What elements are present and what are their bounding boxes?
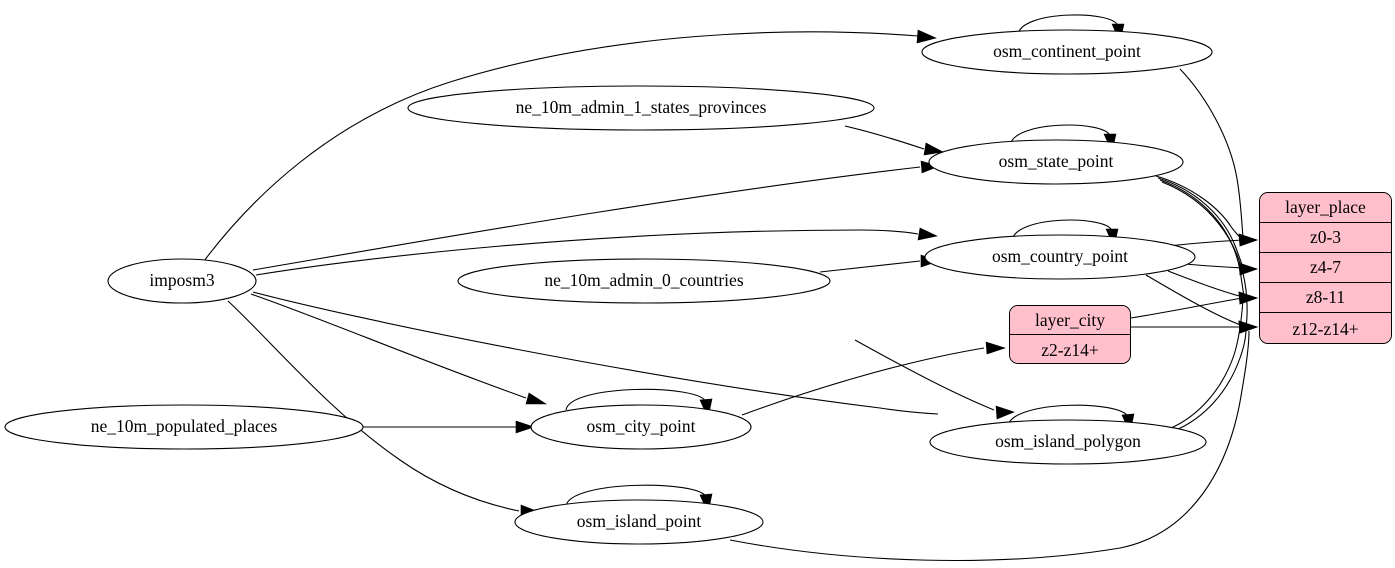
arrowhead-icon bbox=[917, 227, 938, 241]
selfloop-osm-island-polygon bbox=[1007, 404, 1129, 427]
node-osm-continent-point[interactable]: osm_continent_point bbox=[921, 29, 1213, 75]
layer-place-row-z0-3[interactable]: z0-3 bbox=[1260, 223, 1391, 253]
layer-place-row-z8-11[interactable]: z8-11 bbox=[1260, 283, 1391, 313]
edge-osm-continent-point-to-layer-place-z0-3 bbox=[1179, 68, 1244, 239]
node-shape-ellipse[interactable] bbox=[457, 258, 831, 304]
node-ne-10m-admin-1-states-provinces[interactable]: ne_10m_admin_1_states_provinces bbox=[407, 85, 875, 131]
node-ne-10m-admin-0-countries[interactable]: ne_10m_admin_0_countries bbox=[457, 258, 831, 304]
node-layer-place[interactable]: layer_place z0-3 z4-7 z8-11 z12-z14+ bbox=[1259, 192, 1392, 344]
layer-place-title-row[interactable]: layer_place bbox=[1260, 193, 1391, 223]
edge-imposm3-to-osm-island-polygon bbox=[252, 291, 939, 415]
node-label-osm-island-polygon: osm_island_polygon bbox=[995, 431, 1141, 451]
arrowhead-icon bbox=[525, 392, 548, 405]
node-shape-ellipse[interactable] bbox=[514, 499, 764, 545]
selfloop-osm-country-point bbox=[1011, 219, 1113, 242]
node-shape-ellipse[interactable] bbox=[107, 258, 257, 304]
edge-imposm3-to-osm-island-point bbox=[227, 300, 520, 512]
edge-osm-island-polygon-to-layer-place-z8-11 bbox=[1170, 298, 1244, 429]
arrowhead-icon bbox=[995, 405, 1015, 420]
node-ne-10m-populated-places[interactable]: ne_10m_populated_places bbox=[4, 404, 364, 450]
node-layer-city[interactable]: layer_city z2-z14+ bbox=[1009, 305, 1131, 364]
node-label-osm-city-point: osm_city_point bbox=[587, 416, 696, 436]
edge-imposm3-to-osm-city-point bbox=[250, 293, 527, 399]
arrowhead-icon bbox=[985, 341, 1006, 355]
node-group: imposm3 ne_10m_admin_1_states_provinces … bbox=[4, 29, 1213, 545]
edge-osm-country-point-to-layer-place-z8-11 bbox=[1167, 270, 1244, 298]
node-label-ne-10m-admin-1-states-provinces: ne_10m_admin_1_states_provinces bbox=[516, 97, 767, 117]
node-osm-state-point[interactable]: osm_state_point bbox=[928, 139, 1184, 185]
edge-osm-state-point-to-layer-place-z4-7 bbox=[1157, 177, 1244, 268]
node-label-ne-10m-admin-0-countries: ne_10m_admin_0_countries bbox=[544, 270, 743, 290]
arrowhead-icon bbox=[1238, 233, 1258, 247]
layer-place-row-z12-z14[interactable]: z12-z14+ bbox=[1260, 313, 1391, 343]
edge-imposm3-to-osm-state-point bbox=[252, 166, 921, 271]
layer-city-row-z2-z14[interactable]: z2-z14+ bbox=[1010, 335, 1130, 363]
selfloop-osm-city-point bbox=[565, 388, 707, 411]
node-shape-ellipse[interactable] bbox=[924, 234, 1196, 280]
selfloop-osm-island-point bbox=[565, 484, 707, 507]
node-shape-ellipse[interactable] bbox=[928, 139, 1184, 185]
node-label-osm-island-point: osm_island_point bbox=[577, 511, 702, 531]
arrowhead-icon bbox=[1238, 320, 1258, 334]
edge-layer-city-to-layer-place-z8-11 bbox=[1130, 297, 1243, 319]
layer-place-row-z4-7[interactable]: z4-7 bbox=[1260, 253, 1391, 283]
arrowhead-icon bbox=[916, 29, 937, 44]
edge-osm-state-point-to-layer-place-z8-11 bbox=[1159, 179, 1245, 297]
edge-ne-admin1-to-osm-state-point bbox=[844, 125, 925, 150]
node-osm-island-point[interactable]: osm_island_point bbox=[514, 499, 764, 545]
edge-osm-country-point-to-layer-place-z12-z14 bbox=[1145, 274, 1244, 327]
node-shape-ellipse[interactable] bbox=[929, 419, 1207, 465]
selfloop-osm-state-point bbox=[1009, 124, 1111, 147]
node-label-osm-state-point: osm_state_point bbox=[999, 151, 1114, 171]
node-shape-ellipse[interactable] bbox=[407, 85, 875, 131]
node-osm-city-point[interactable]: osm_city_point bbox=[530, 404, 752, 450]
node-imposm3[interactable]: imposm3 bbox=[107, 258, 257, 304]
edge-ne-admin0-to-osm-country-point bbox=[819, 260, 921, 273]
selfloop-osm-continent-point bbox=[1017, 14, 1119, 36]
node-shape-ellipse[interactable] bbox=[530, 404, 752, 450]
node-label-osm-continent-point: osm_continent_point bbox=[993, 41, 1141, 61]
arrowhead-icon bbox=[515, 420, 535, 434]
edge-osm-city-point-to-layer-city bbox=[741, 347, 985, 416]
arrowhead-icon bbox=[923, 142, 944, 156]
layer-city-title-row[interactable]: layer_city bbox=[1010, 306, 1130, 335]
edge-osm-island-point-to-layer-place-z12-z14 bbox=[729, 330, 1250, 562]
node-label-osm-country-point: osm_country_point bbox=[992, 246, 1128, 266]
node-shape-ellipse[interactable] bbox=[4, 404, 364, 450]
node-shape-ellipse[interactable] bbox=[921, 29, 1213, 75]
edge-imposm3-to-osm-country-point bbox=[255, 229, 919, 276]
arrowhead-icon bbox=[1238, 262, 1258, 276]
node-osm-country-point[interactable]: osm_country_point bbox=[924, 234, 1196, 280]
node-osm-island-polygon[interactable]: osm_island_polygon bbox=[929, 419, 1207, 465]
node-label-imposm3: imposm3 bbox=[149, 270, 214, 290]
edge-imposm3-to-osm-island-polygon-tail bbox=[854, 339, 995, 411]
node-label-ne-10m-populated-places: ne_10m_populated_places bbox=[91, 416, 278, 436]
edge-imposm3-to-osm-continent-point bbox=[203, 31, 919, 262]
edge-osm-island-polygon-to-layer-place-z12-z14 bbox=[1175, 328, 1247, 431]
edge-osm-country-point-to-layer-place-z4-7 bbox=[1185, 263, 1244, 269]
arrowhead-icon bbox=[1238, 291, 1258, 305]
